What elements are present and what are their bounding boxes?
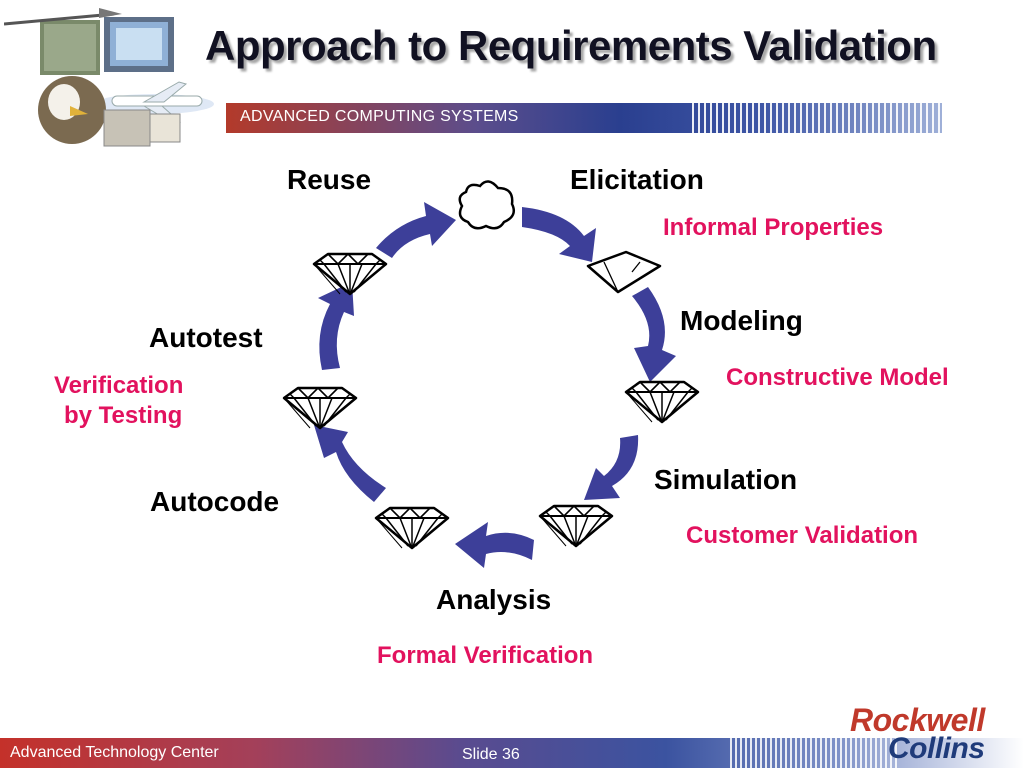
footer-bar <box>0 738 1024 768</box>
arrow-elicitation <box>522 207 596 262</box>
division-banner-text: ADVANCED COMPUTING SYSTEMS <box>240 108 519 125</box>
arrow-modeling <box>632 287 676 382</box>
stage-note-autotest-line2: by Testing <box>64 402 183 429</box>
stage-label-autotest: Autotest <box>149 322 263 353</box>
stage-note-analysis: Formal Verification <box>377 642 594 669</box>
diamond-icon-reuse <box>312 252 388 296</box>
cycle-arrows <box>314 202 676 568</box>
brand-logo-line1: Rockwell <box>850 702 985 738</box>
stage-label-reuse: Reuse <box>287 164 372 195</box>
rough-gem-icon <box>586 250 662 294</box>
arrow-reuse <box>376 202 456 258</box>
brand-logo-line2: Collins <box>888 732 985 765</box>
stage-note-elicitation: Informal Properties <box>663 214 884 241</box>
arrow-autotest <box>318 282 354 370</box>
arrow-analysis <box>455 522 534 568</box>
stage-label-modeling: Modeling <box>680 305 803 336</box>
arrow-simulation <box>584 435 639 500</box>
stage-note-simulation: Customer Validation <box>686 522 919 549</box>
stage-label-simulation: Simulation <box>654 464 798 495</box>
division-banner <box>226 103 942 133</box>
slide-title: Approach to Requirements Validation <box>205 22 937 69</box>
stage-label-analysis: Analysis <box>436 584 552 615</box>
stage-label-autocode: Autocode <box>150 486 280 517</box>
diamond-icon-analysis <box>374 506 450 550</box>
arrow-autocode <box>314 425 386 502</box>
diamond-icon-simulation <box>538 504 614 548</box>
header-collage-image <box>4 8 214 147</box>
stage-note-modeling: Constructive Model <box>726 364 949 391</box>
stage-label-elicitation: Elicitation <box>570 164 704 195</box>
diamond-icon-modeling <box>624 380 700 424</box>
stage-note-autotest-line1: Verification <box>54 372 184 399</box>
slide-number: Slide 36 <box>462 746 520 763</box>
cloud-icon <box>458 180 515 230</box>
footer-org-text: Advanced Technology Center <box>10 744 219 761</box>
diamond-icon-autotest <box>282 386 358 430</box>
